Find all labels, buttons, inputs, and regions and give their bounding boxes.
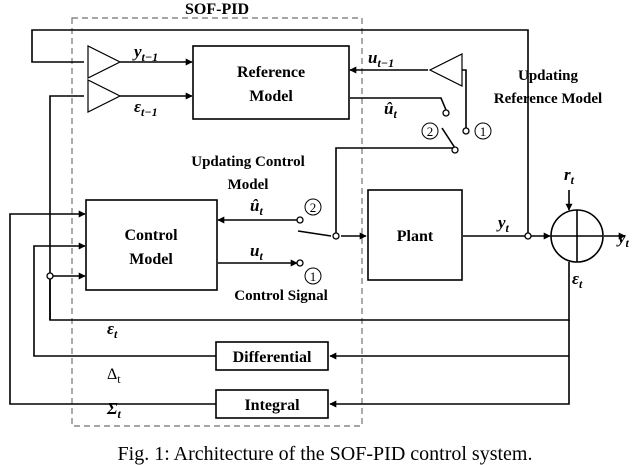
signal-label-r: rt bbox=[564, 165, 575, 187]
wire-eps-feedback bbox=[49, 262, 570, 321]
reference-model-label-line2: Model bbox=[249, 88, 293, 105]
differential-block bbox=[215, 341, 329, 371]
wire-yt-feedback-top bbox=[31, 29, 529, 236]
wire-eps-to-integral bbox=[329, 320, 570, 408]
signal-label-u-prev: ut−1 bbox=[368, 48, 394, 70]
wire-switch-to-control bbox=[335, 147, 455, 236]
signal-label-u-hat-ref: ût bbox=[384, 99, 397, 121]
figure-caption: Fig. 1: Architecture of the SOF-PID cont… bbox=[118, 443, 533, 465]
switch-position-marker-ctrl-1 bbox=[304, 267, 322, 285]
annotation-updating-reference-line2: Reference Model bbox=[494, 91, 602, 107]
terminal-switch-plant bbox=[332, 232, 340, 240]
signal-label-eps-sum: εt bbox=[572, 269, 583, 291]
signal-label-y-prev: yt−1 bbox=[132, 42, 158, 64]
switch-position-ref-1: 1 bbox=[480, 124, 487, 139]
terminal-ref-to-switch bbox=[442, 109, 450, 117]
control-model-label-line2: Model bbox=[129, 251, 173, 268]
switch-position-marker-ref-2 bbox=[421, 122, 439, 140]
terminal-uprev-tap bbox=[462, 127, 470, 135]
gain-triangle-eps-prev bbox=[87, 79, 122, 113]
annotation-control-signal: Control Signal bbox=[234, 288, 328, 304]
wire-uhat-ref-to-switch bbox=[350, 97, 447, 111]
terminal-control-u bbox=[296, 259, 304, 267]
wire-switch-to-uprev-gain bbox=[462, 69, 467, 128]
gain-triangle-y-prev bbox=[87, 45, 122, 79]
plant-label: Plant bbox=[397, 228, 434, 245]
integral-label: Integral bbox=[244, 397, 300, 414]
switch-position-marker-ref-1 bbox=[474, 122, 492, 140]
differential-label: Differential bbox=[233, 349, 312, 366]
wire-eps-bus bbox=[49, 95, 84, 320]
reference-model-label-line1: Reference bbox=[237, 64, 305, 81]
switch-position-marker-ctrl-2 bbox=[304, 198, 322, 216]
sof-pid-group-border bbox=[71, 17, 363, 427]
signal-label-u-hat-ctrl: ût bbox=[250, 196, 263, 218]
control-model-block bbox=[85, 199, 218, 291]
terminal-switch-common bbox=[451, 146, 459, 154]
wire-differential-to-control bbox=[33, 242, 216, 357]
terminal-control-uhat bbox=[296, 216, 304, 224]
signal-label-sigma: Σt bbox=[106, 399, 122, 421]
signal-label-eps-prev: εt−1 bbox=[134, 97, 158, 119]
signal-label-eps-bottom: εt bbox=[107, 319, 118, 341]
terminal-yt-tap bbox=[524, 232, 532, 240]
signal-label-y-out: yt bbox=[616, 228, 630, 250]
annotation-updating-control-line1: Updating Control bbox=[191, 154, 305, 170]
gain-triangle-u-prev bbox=[428, 53, 463, 87]
terminal-eps-tap bbox=[46, 272, 54, 280]
signal-label-y-plant: yt bbox=[496, 213, 510, 235]
control-model-label-line1: Control bbox=[124, 227, 178, 244]
wire-integral-to-control bbox=[9, 210, 216, 405]
switch-position-ctrl-2: 2 bbox=[310, 200, 317, 215]
switch-position-ctrl-1: 1 bbox=[310, 269, 317, 284]
integral-block bbox=[215, 389, 329, 419]
plant-block bbox=[367, 189, 463, 281]
annotation-updating-reference-line1: Updating bbox=[518, 68, 579, 84]
switch-position-ref-2: 2 bbox=[427, 124, 434, 139]
switch-blade-reference bbox=[441, 127, 456, 149]
sof-pid-group-label: SOF-PID bbox=[185, 1, 249, 18]
signal-label-delta: Δt bbox=[107, 366, 121, 386]
annotation-updating-control-line2: Model bbox=[228, 177, 269, 193]
reference-model-block bbox=[192, 45, 350, 120]
switch-blade-control bbox=[297, 230, 332, 237]
signal-label-u-ctrl: ut bbox=[250, 241, 263, 263]
